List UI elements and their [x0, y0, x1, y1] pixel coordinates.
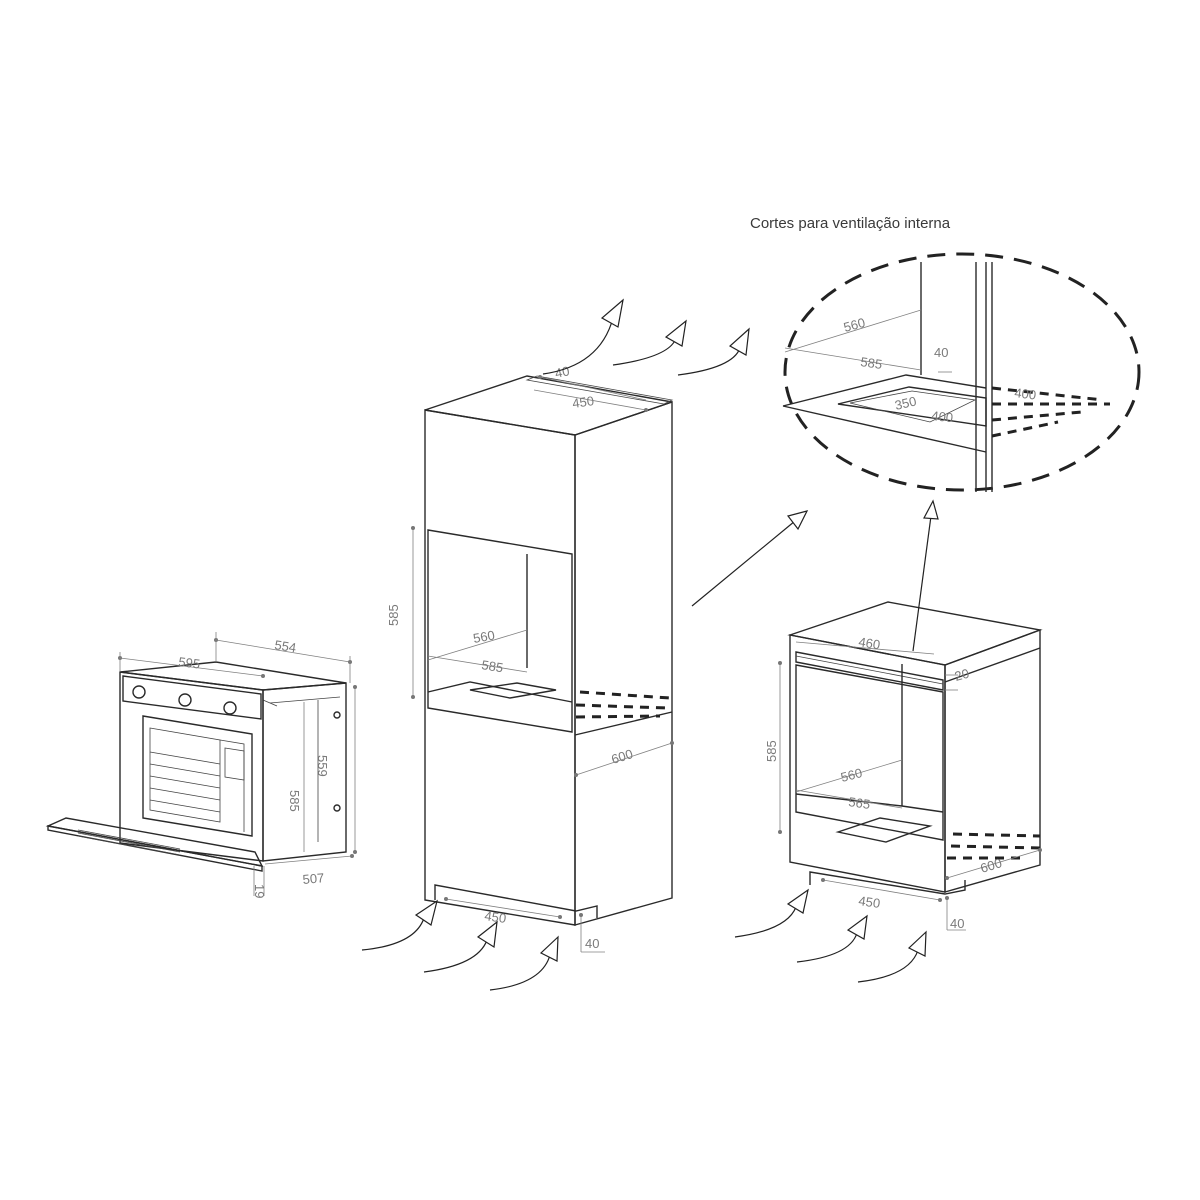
oven-inner-height-label: 559: [315, 755, 330, 777]
tall-cabinet-drawing: 40 450 585 560 585 600 450 40: [386, 363, 674, 953]
base-depth-label: 600: [978, 855, 1003, 876]
oven-door-thickness-label: 19: [252, 884, 267, 898]
tall-niche-width-label: 585: [481, 657, 505, 675]
base-cabinet-drawing: 460 20 585 560 565 600 450 40: [764, 601, 1043, 931]
oven-drawing: 595 554 585 559 507 19: [45, 632, 357, 898]
detail-depth-label: 560: [842, 315, 867, 335]
oven-depth-label: 554: [274, 637, 298, 655]
tall-bottom-width-label: 450: [484, 908, 508, 926]
base-bottom-width-label: 450: [858, 893, 882, 911]
base-top-gap-label: 20: [953, 666, 971, 684]
ventilation-detail: 560 585 40 350 400 400: [782, 252, 1141, 492]
airflow-arrows: [361, 298, 939, 991]
oven-body-depth-label: 507: [302, 870, 325, 887]
tall-depth-label: 600: [609, 746, 634, 767]
tall-bottom-gap-label: 40: [585, 936, 599, 951]
base-top-width-label: 460: [858, 634, 882, 652]
tall-niche-height-label: 585: [386, 604, 401, 626]
detail-gap-label: 40: [934, 345, 948, 360]
detail-cut-width-label: 400: [931, 408, 954, 425]
base-niche-height-label: 585: [764, 740, 779, 762]
tall-top-width-label: 450: [571, 393, 595, 411]
tall-niche-depth-label: 560: [472, 627, 496, 646]
oven-width-label: 595: [178, 654, 201, 672]
tall-top-depth-label: 40: [554, 363, 571, 381]
detail-vent-width-label: 400: [1014, 385, 1037, 403]
base-niche-width-label: 565: [848, 794, 872, 812]
detail-cut-depth-label: 350: [893, 393, 918, 412]
oven-height-label: 585: [287, 790, 302, 812]
base-niche-depth-label: 560: [839, 765, 864, 785]
detail-width-label: 585: [860, 354, 884, 372]
base-bottom-gap-label: 40: [950, 916, 964, 931]
diagram-title: Cortes para ventilação interna: [750, 215, 951, 232]
